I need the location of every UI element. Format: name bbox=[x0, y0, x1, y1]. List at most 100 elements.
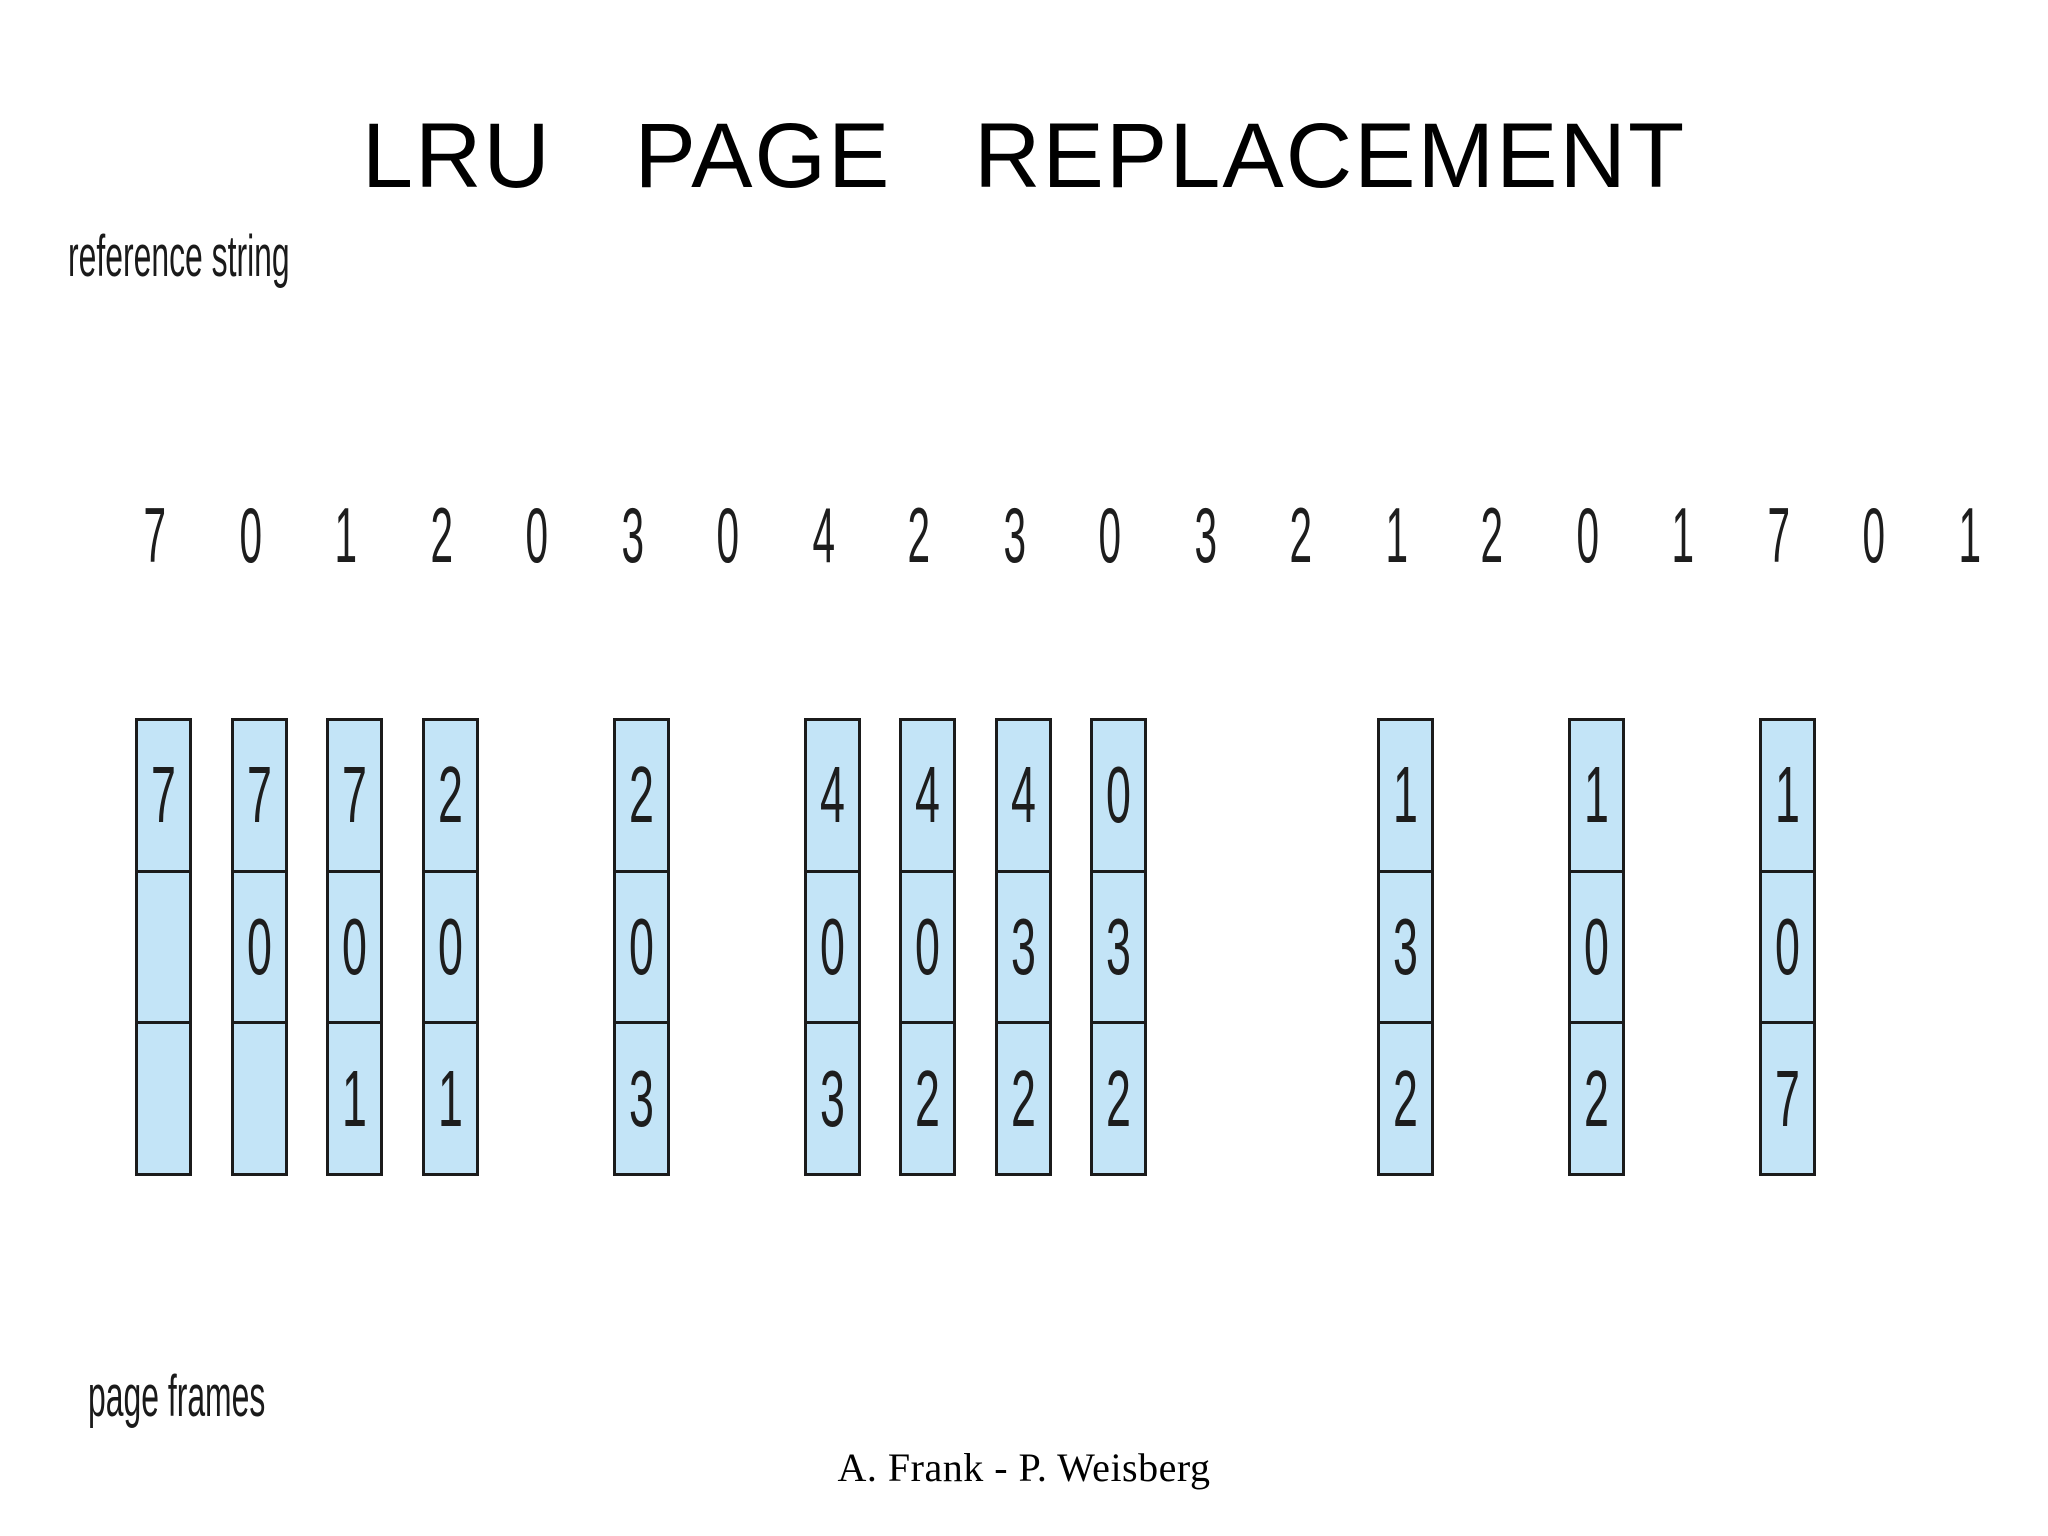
page-frame-slot: 7 bbox=[107, 718, 203, 1180]
page-frame-cell-value: 2 bbox=[1106, 1053, 1131, 1143]
reference-string-slot: 0 bbox=[1826, 492, 1922, 578]
page-frame-cell: 2 bbox=[997, 1024, 1049, 1174]
page-frame-cell-value: 3 bbox=[819, 1053, 845, 1143]
page-frame-cell bbox=[233, 1024, 285, 1174]
reference-string-digit: 1 bbox=[334, 491, 358, 579]
page-frame-cell-value: 0 bbox=[437, 902, 463, 991]
page-frame-cell-value: 0 bbox=[342, 902, 367, 991]
reference-string-slot: 1 bbox=[1349, 492, 1445, 578]
page-frame-cell-value: 1 bbox=[1774, 750, 1800, 840]
page-frame-cell: 7 bbox=[1761, 1024, 1813, 1174]
page-frame-cell: 2 bbox=[1570, 1024, 1622, 1174]
page-frame-cell: 4 bbox=[997, 721, 1049, 873]
page-frame-column: 4 0 3 bbox=[803, 718, 861, 1176]
page-frame-cell-value: 4 bbox=[1010, 750, 1036, 840]
page-frame-column: 2 0 1 bbox=[421, 718, 479, 1176]
page-frame-cell: 3 bbox=[1093, 872, 1144, 1025]
page-frame-cell-value bbox=[245, 1024, 274, 1173]
page-frame-slot bbox=[680, 718, 776, 1180]
reference-string-slot: 2 bbox=[1444, 492, 1540, 578]
reference-string-digit: 1 bbox=[1957, 491, 1981, 579]
page-frame-cell: 0 bbox=[615, 872, 667, 1025]
reference-string-digit: 0 bbox=[525, 491, 549, 579]
reference-string-digit: 7 bbox=[1766, 491, 1790, 579]
page-frame-cell bbox=[138, 1024, 189, 1174]
page-frame-cell: 2 bbox=[424, 721, 476, 873]
reference-string-slot: 0 bbox=[680, 492, 776, 578]
page-frame-slot: 1 3 2 bbox=[1349, 718, 1445, 1180]
page-frame-slot bbox=[1635, 718, 1731, 1180]
page-frame-slot: 0 3 2 bbox=[1062, 718, 1158, 1180]
page-frame-cell-value: 3 bbox=[1106, 902, 1131, 991]
page-frame-cell: 3 bbox=[806, 1024, 858, 1174]
page-frame-cell: 4 bbox=[806, 721, 858, 873]
page-frame-slot: 4 0 3 bbox=[776, 718, 872, 1180]
page-frame-column: 1 0 7 bbox=[1758, 718, 1816, 1176]
page-frame-cell: 2 bbox=[1093, 1024, 1144, 1174]
page-frame-cell-value: 1 bbox=[342, 1053, 367, 1143]
reference-string-digit: 0 bbox=[1575, 491, 1599, 579]
page-frame-slot bbox=[1253, 718, 1349, 1180]
page-frame-slot: 2 0 1 bbox=[394, 718, 490, 1180]
reference-string-digit: 2 bbox=[429, 491, 453, 579]
reference-string-slot: 1 bbox=[298, 492, 394, 578]
page-frame-cell: 3 bbox=[997, 872, 1049, 1025]
page-frame-slot bbox=[1826, 718, 1922, 1180]
page-frame-column: 1 3 2 bbox=[1376, 718, 1434, 1176]
page-frame-cell-value: 2 bbox=[1392, 1053, 1418, 1143]
page-frame-cell-value: 4 bbox=[915, 750, 940, 840]
page-frame-cell: 7 bbox=[329, 721, 380, 873]
page-frame-cell: 0 bbox=[424, 872, 476, 1025]
reference-string-slot: 1 bbox=[1922, 492, 2018, 578]
reference-string-slot: 0 bbox=[203, 492, 299, 578]
page-frame-cell: 1 bbox=[424, 1024, 476, 1174]
page-frame-cell-value: 7 bbox=[151, 750, 176, 840]
page-title: LRU PAGE REPLACEMENT bbox=[361, 105, 1687, 207]
page-frame-slot: 1 0 7 bbox=[1731, 718, 1827, 1180]
page-frame-column: 0 3 2 bbox=[1090, 718, 1147, 1176]
page-frame-cell: 0 bbox=[806, 872, 858, 1025]
page-frame-cell-value: 0 bbox=[1774, 902, 1800, 991]
page-frame-cell: 2 bbox=[902, 1024, 953, 1174]
page-frame-cell: 1 bbox=[1379, 721, 1431, 873]
page-frame-cell-value: 1 bbox=[1392, 750, 1418, 840]
page-frame-cell: 0 bbox=[1761, 872, 1813, 1025]
page-frame-cell: 1 bbox=[1761, 721, 1813, 873]
page-frame-cell: 4 bbox=[902, 721, 953, 873]
reference-string-digit: 0 bbox=[716, 491, 740, 579]
reference-string-digit: 3 bbox=[1193, 491, 1217, 579]
reference-string-slot: 0 bbox=[1062, 492, 1158, 578]
reference-string-slot: 3 bbox=[1158, 492, 1254, 578]
footer-credit: A. Frank - P. Weisberg bbox=[837, 1445, 1211, 1490]
page-frame-slot: 7 0 1 bbox=[298, 718, 394, 1180]
page-frame-cell-value: 0 bbox=[819, 902, 845, 991]
page-frame-cell: 0 bbox=[1093, 721, 1144, 873]
reference-string-digit: 4 bbox=[811, 491, 835, 579]
reference-string-digit: 0 bbox=[238, 491, 262, 579]
page-frame-cell-value: 7 bbox=[1774, 1053, 1800, 1143]
page-frame-column: 7 bbox=[135, 718, 192, 1176]
reference-string-label: reference string bbox=[68, 224, 290, 289]
page-frame-cell-value: 2 bbox=[1010, 1053, 1036, 1143]
reference-string-digit: 1 bbox=[1671, 491, 1695, 579]
page-frame-cell-value: 2 bbox=[437, 750, 463, 840]
page-frame-cell-value: 3 bbox=[628, 1053, 654, 1143]
page-frame-cell bbox=[138, 872, 189, 1025]
reference-string-slot: 2 bbox=[394, 492, 490, 578]
reference-string-digit: 0 bbox=[1098, 491, 1122, 579]
page-frame-cell-value: 3 bbox=[1392, 902, 1418, 991]
page-frame-cell: 0 bbox=[329, 872, 380, 1025]
page-frame-cell-value: 7 bbox=[246, 750, 272, 840]
page-frame-cell-value: 1 bbox=[437, 1053, 463, 1143]
page-frame-cell-value: 4 bbox=[819, 750, 845, 840]
page-frame-cell-value: 7 bbox=[342, 750, 367, 840]
reference-string-slot: 4 bbox=[776, 492, 872, 578]
page-frame-slot bbox=[1444, 718, 1540, 1180]
page-frame-cell: 7 bbox=[233, 721, 285, 873]
